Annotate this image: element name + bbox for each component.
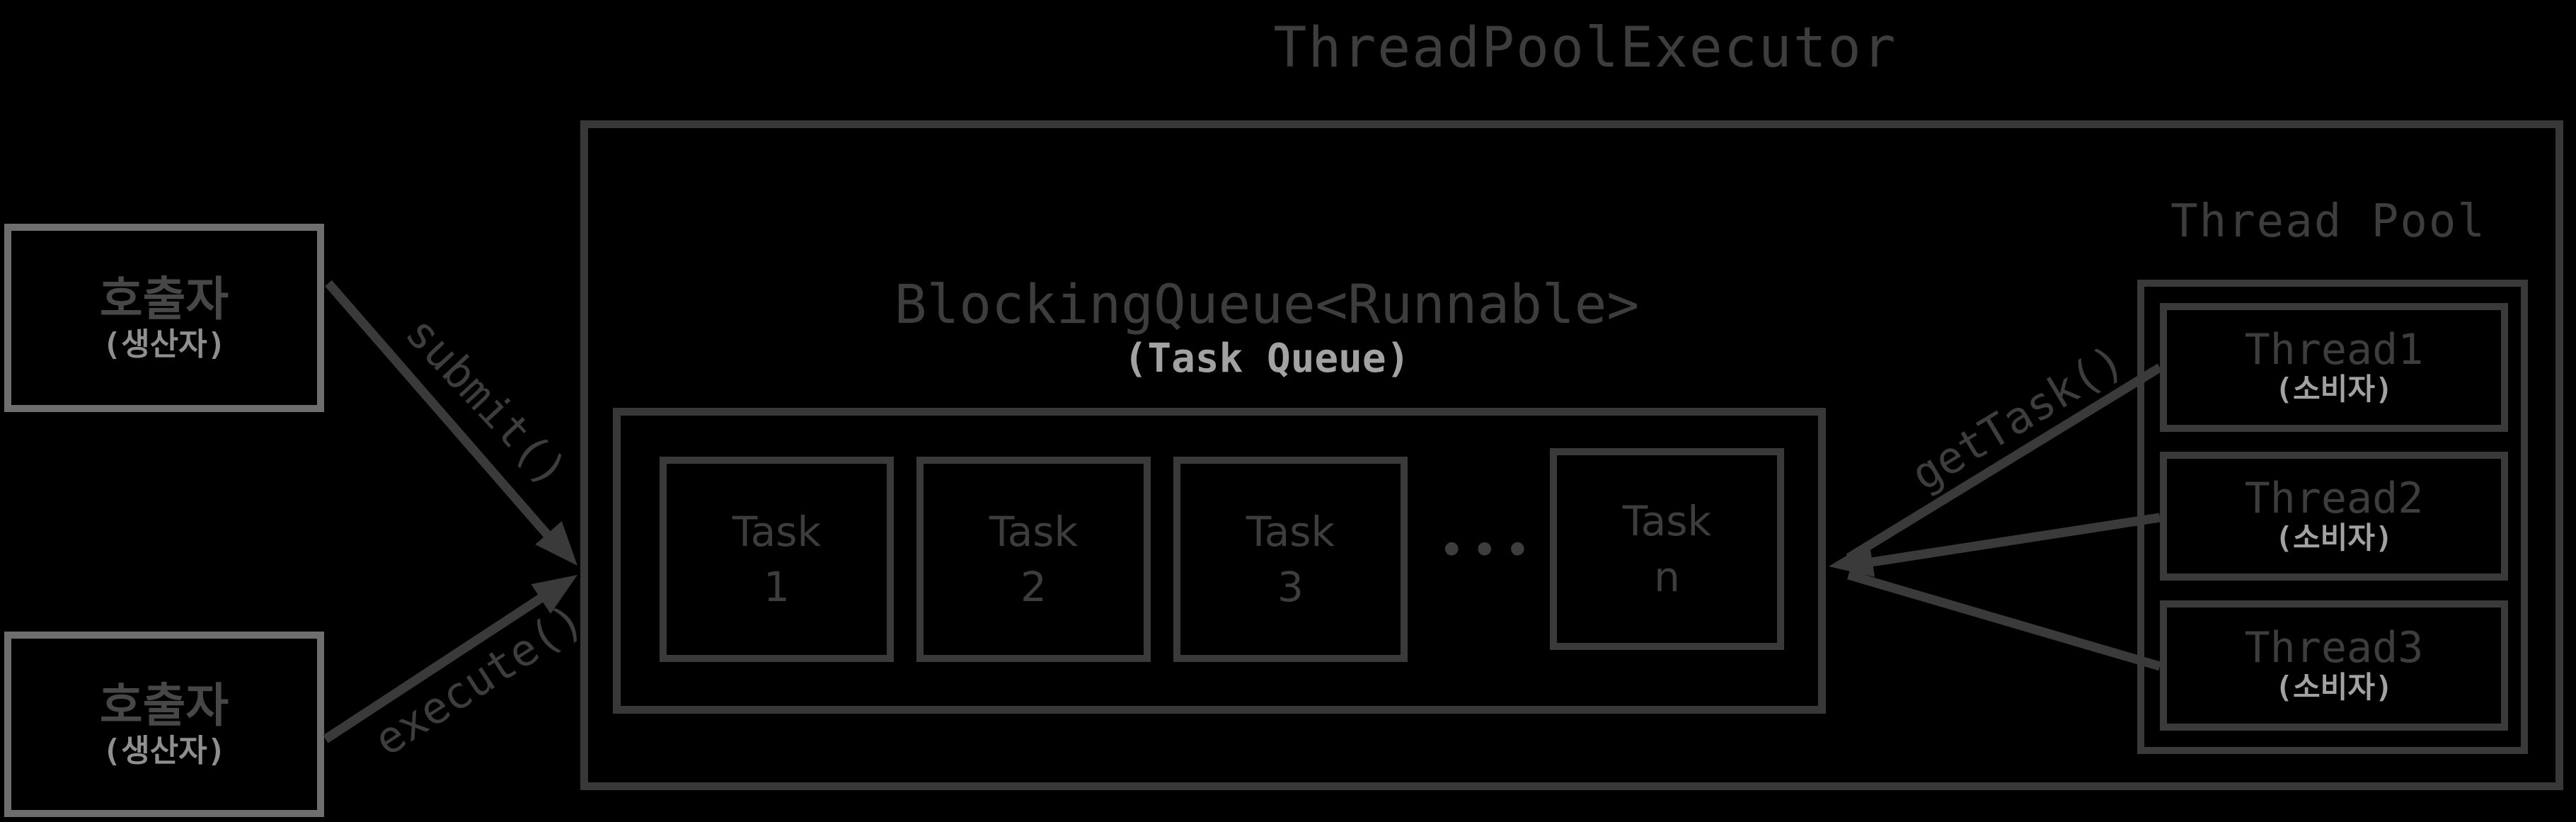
task-box-1: Task 1 <box>660 457 894 662</box>
thread-pool-label: Thread Pool <box>2170 195 2486 248</box>
thread-box-2: Thread2 (소비자) <box>2160 452 2508 581</box>
thread-role: (소비자) <box>2275 670 2393 705</box>
task-box-3: Task 3 <box>1173 457 1408 662</box>
execute-arrow-label: execute() <box>365 593 593 766</box>
submit-arrow: submit() <box>325 280 577 566</box>
caller-role: (생산자) <box>102 326 226 363</box>
task-label-line1: Task <box>1622 497 1712 546</box>
thread-box-1: Thread1 (소비자) <box>2160 303 2508 432</box>
caller-name: 호출자 <box>99 271 229 326</box>
caller-role: (생산자) <box>102 732 226 769</box>
caller-name: 호출자 <box>99 678 229 733</box>
task-label-line1: Task <box>732 507 822 556</box>
task-label-line2: 2 <box>1020 563 1047 611</box>
task-box-n: Task n <box>1550 448 1784 650</box>
thread-role: (소비자) <box>2275 372 2393 407</box>
thread-name: Thread3 <box>2244 623 2424 673</box>
task-label-line2: 3 <box>1277 563 1304 611</box>
thread-box-3: Thread3 (소비자) <box>2160 600 2508 731</box>
task-label-line2: 1 <box>764 563 790 611</box>
execute-arrow: execute() <box>323 575 593 766</box>
caller-box-bottom: 호출자 (생산자) <box>4 632 324 817</box>
task-queue-box <box>613 408 1826 714</box>
task-label-line2: n <box>1654 552 1680 601</box>
task-box-2: Task 2 <box>916 457 1151 662</box>
task-label-line1: Task <box>1246 507 1335 556</box>
task-queue-sublabel: (Task Queue) <box>1123 336 1410 382</box>
submit-arrow-label: submit() <box>396 307 577 496</box>
thread-name: Thread2 <box>2244 474 2424 524</box>
diagram-title: ThreadPoolExecutor <box>1273 16 1897 80</box>
ellipsis-dots: ••• <box>1438 525 1537 577</box>
thread-role: (소비자) <box>2275 520 2393 556</box>
blocking-queue-label: BlockingQueue<Runnable> <box>894 273 1640 336</box>
threadpoolexecutor-box <box>580 120 2563 790</box>
caller-box-top: 호출자 (생산자) <box>4 224 324 412</box>
task-label-line1: Task <box>989 507 1079 556</box>
thread-name: Thread1 <box>2244 325 2424 375</box>
